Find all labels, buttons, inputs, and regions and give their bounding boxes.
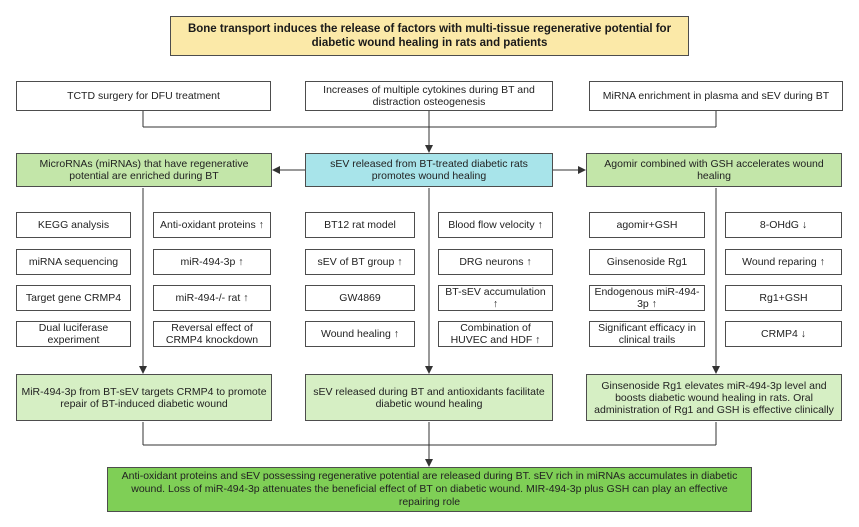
item-bt12-rat-model: BT12 rat model	[305, 212, 415, 238]
box-result-sev-antioxidants: sEV released during BT and antioxidants …	[305, 374, 553, 421]
box-tctd-surgery: TCTD surgery for DFU treatment	[16, 81, 271, 111]
box-result-ginsenoside-rg1: Ginsenoside Rg1 elevates miR-494-3p leve…	[586, 374, 842, 421]
box-mirna-enrichment: MiRNA enrichment in plasma and sEV durin…	[589, 81, 843, 111]
item-antioxidant-proteins: Anti-oxidant proteins ↑	[153, 212, 271, 238]
item-kegg-analysis: KEGG analysis	[16, 212, 131, 238]
item-bt-sev-accumulation: BT-sEV accumulation ↑	[438, 285, 553, 311]
item-gw4869: GW4869	[305, 285, 415, 311]
item-dual-luciferase: Dual luciferase experiment	[16, 321, 131, 347]
item-blood-flow-velocity: Blood flow velocity ↑	[438, 212, 553, 238]
box-conclusion: Anti-oxidant proteins and sEV possessing…	[107, 467, 752, 512]
item-wound-healing-up: Wound healing ↑	[305, 321, 415, 347]
item-target-gene-crmp4: Target gene CRMP4	[16, 285, 131, 311]
box-mirna-regenerative: MicroRNAs (miRNAs) that have regenerativ…	[16, 153, 272, 187]
box-cytokines-increase: Increases of multiple cytokines during B…	[305, 81, 553, 111]
box-agomir-gsh: Agomir combined with GSH accelerates wou…	[586, 153, 842, 187]
item-wound-repairing-up: Wound reparing ↑	[725, 249, 842, 275]
box-result-mir-494-crmp4: MiR-494-3p from BT-sEV targets CRMP4 to …	[16, 374, 272, 421]
item-mirna-sequencing: miRNA sequencing	[16, 249, 131, 275]
item-crmp4-knockdown-reversal: Reversal effect of CRMP4 knockdown	[153, 321, 271, 347]
item-huvec-hdf: Combination of HUVEC and HDF ↑	[438, 321, 553, 347]
item-drg-neurons: DRG neurons ↑	[438, 249, 553, 275]
item-sev-bt-group: sEV of BT group ↑	[305, 249, 415, 275]
item-8-ohdg-down: 8-OHdG ↓	[725, 212, 842, 238]
item-ginsenoside-rg1: Ginsenoside Rg1	[589, 249, 705, 275]
item-mir-494-ko-rat: miR-494-/- rat ↑	[153, 285, 271, 311]
item-endogenous-mir-494: Endogenous miR-494-3p ↑	[589, 285, 705, 311]
box-sev-promotes-healing: sEV released from BT-treated diabetic ra…	[305, 153, 553, 187]
item-clinical-efficacy: Significant efficacy in clinical trails	[589, 321, 705, 347]
item-agomir-gsh: agomir+GSH	[589, 212, 705, 238]
item-crmp4-down: CRMP4 ↓	[725, 321, 842, 347]
item-mir-494-3p-up: miR-494-3p ↑	[153, 249, 271, 275]
diagram-title: Bone transport induces the release of fa…	[170, 16, 689, 56]
item-rg1-gsh: Rg1+GSH	[725, 285, 842, 311]
